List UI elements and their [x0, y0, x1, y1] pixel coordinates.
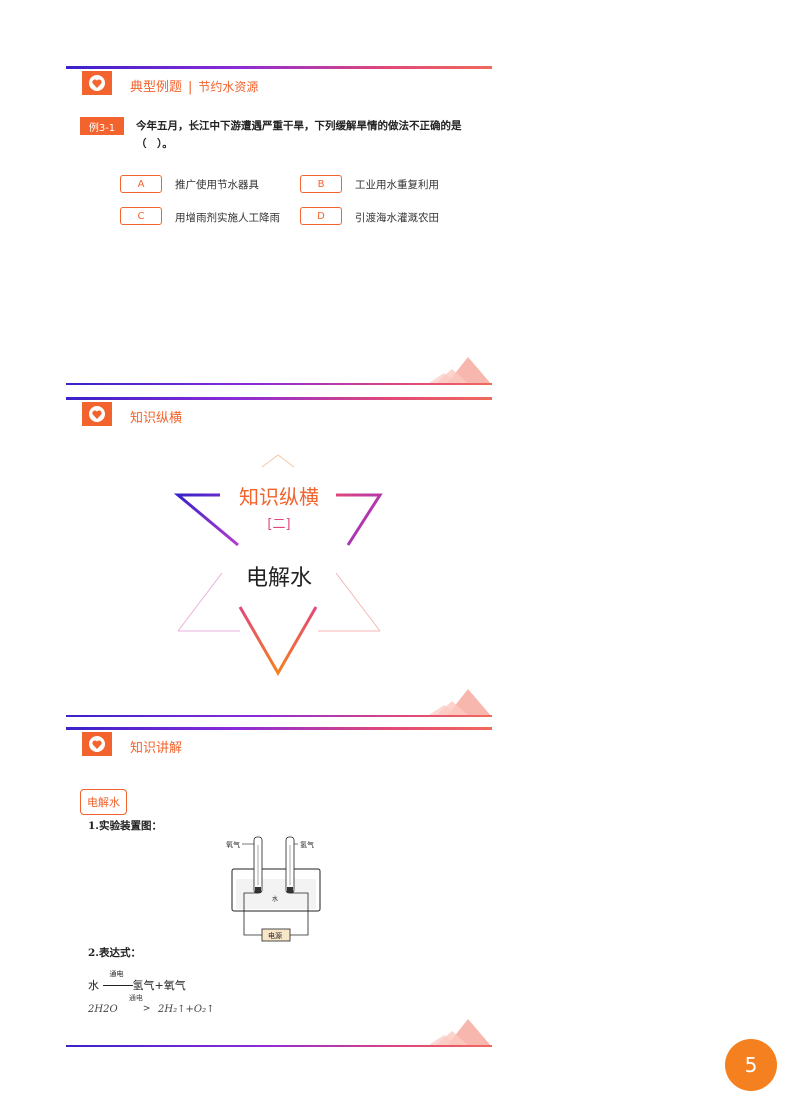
word-eq-condition: 通电 [109, 970, 124, 978]
word-equation: 水 通电 氢气+氧气 [88, 970, 186, 993]
slide-bottom-bar [66, 715, 492, 717]
arrow-icon: > [142, 1003, 151, 1014]
word-eq-right: 氢气+氧气 [132, 979, 186, 992]
cover-subtitle: [二] [267, 517, 291, 532]
option-b-text: 工业用水重复利用 [355, 179, 439, 191]
section-title: 知识纵横 [130, 411, 183, 426]
option-b-button[interactable]: B [300, 175, 342, 193]
diagram-power-label: 电源 [268, 931, 282, 940]
slide-knowledge-explain: 知识讲解 电解水 1.实验装置图： 氧气 氢气 水 电源 2.表达式： 水 通电… [66, 727, 492, 1049]
option-a-button[interactable]: A [120, 175, 162, 193]
section-title-main: 典型例题 [130, 80, 183, 95]
heart-badge-icon [82, 732, 112, 756]
diagram-label-right: 氢气 [300, 840, 314, 849]
option-c-button[interactable]: C [120, 207, 162, 225]
slide-example: 典型例题 | 节约水资源 例3-1 今年五月，长江中下游遭遇严重干旱，下列缓解旱情的… [66, 66, 492, 386]
apparatus-label: 1.实验装置图： [88, 820, 162, 832]
cover-title: 知识纵横 [239, 485, 319, 509]
expression-label: 2.表达式： [88, 947, 141, 959]
option-a-text: 推广使用节水器具 [175, 179, 259, 191]
section-title: 知识讲解 [130, 741, 183, 756]
slide-bottom-bar [66, 383, 492, 385]
diagram-water-label: 水 [272, 895, 278, 903]
chem-eq-right: 2H₂↑+O₂↑ [158, 1004, 215, 1015]
section-title: 典型例题 | 节约水资源 [130, 76, 258, 95]
slide-top-bar [66, 397, 492, 400]
slide-bottom-bar [66, 1045, 492, 1047]
option-c-text: 用增雨剂实施人工降雨 [175, 212, 280, 224]
option-d-button[interactable]: D [300, 207, 342, 225]
heart-badge-icon [82, 71, 112, 95]
slide-top-bar [66, 727, 492, 730]
mountain-decoration [426, 357, 492, 385]
word-eq-left: 水 [88, 979, 99, 992]
title-separator: | [188, 80, 193, 95]
mountain-decoration [426, 1019, 492, 1047]
page-number-badge: 5 [725, 1039, 777, 1091]
question-text: 今年五月，长江中下游遭遇严重干旱，下列缓解旱情的做法不正确的是（ ）。 [136, 120, 462, 150]
heart-badge-icon [82, 402, 112, 426]
chem-eq-condition: 通电 [128, 993, 143, 1002]
slide-knowledge-cover: 知识纵横 知识纵横 [二] 电解水 [66, 397, 492, 719]
triangle-decoration [173, 454, 383, 677]
arrow-icon [102, 985, 133, 986]
section-subtitle: 节约水资源 [198, 80, 259, 94]
option-d-text: 引渡海水灌溉农田 [355, 212, 439, 224]
question-badge: 例3-1 [80, 117, 124, 135]
diagram-label-left: 氧气 [226, 840, 240, 849]
electrolysis-apparatus-diagram: 氧气 氢气 水 电源 [226, 836, 321, 942]
chemical-equation: 2H2O 通电 > 2H₂↑+O₂↑ [88, 994, 215, 1016]
chem-eq-left: 2H2O [88, 1004, 118, 1015]
cover-topic: 电解水 [245, 566, 312, 591]
mountain-decoration [426, 689, 492, 717]
slide-top-bar [66, 66, 492, 69]
topic-tag: 电解水 [80, 789, 127, 815]
